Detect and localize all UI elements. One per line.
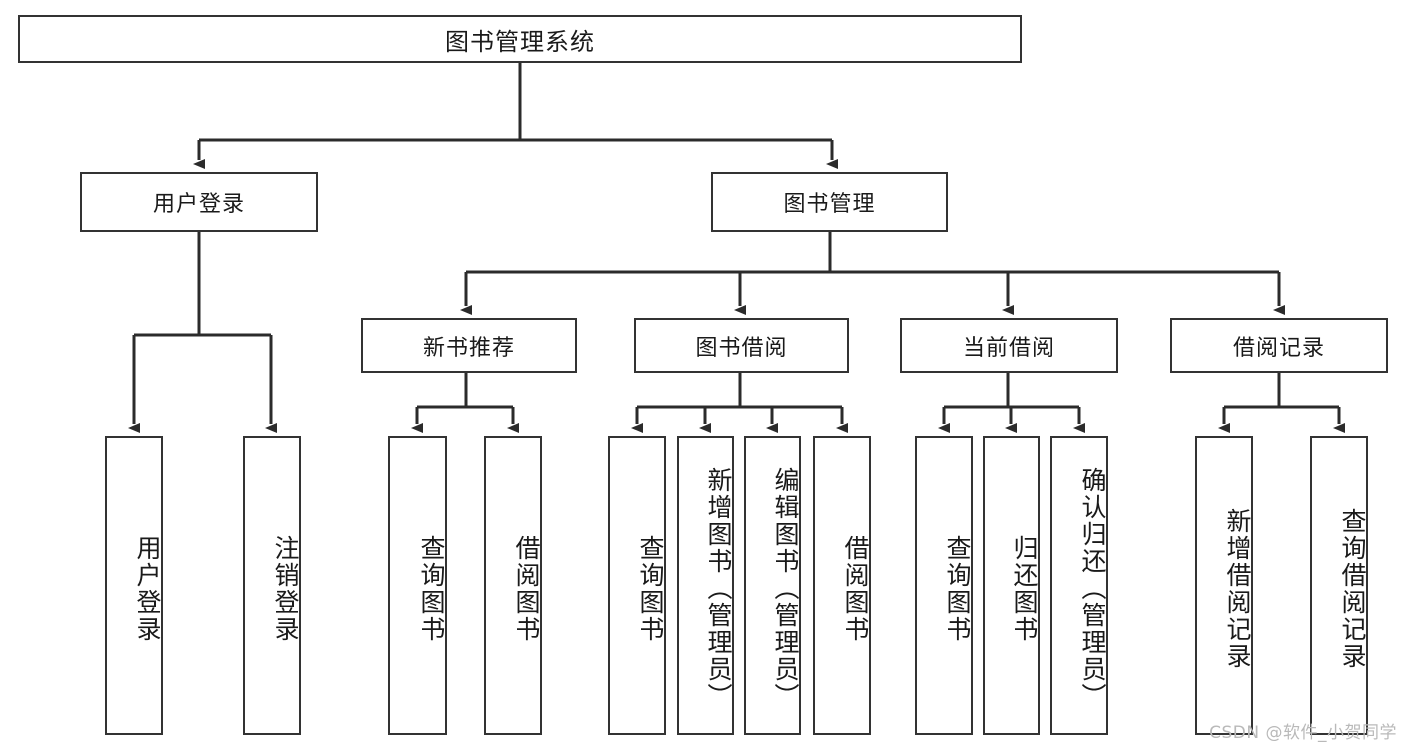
node-user-login-label: 用户登录 (152, 192, 245, 217)
node-new-book-rec[interactable]: 新书推荐 (361, 318, 577, 373)
node-leaf-add-book[interactable]: 新增图书（管理员） (677, 436, 734, 735)
node-user-login[interactable]: 用户登录 (80, 172, 318, 232)
node-leaf-return-book[interactable]: 归还图书 (983, 436, 1040, 735)
node-leaf-query-book-3[interactable]: 查询图书 (915, 436, 973, 735)
node-leaf-borrow-book-1-label: 借阅图书 (512, 534, 541, 643)
node-borrow-record[interactable]: 借阅记录 (1170, 318, 1388, 373)
node-leaf-query-book-2-label: 查询图书 (636, 534, 665, 643)
node-book-manage-label: 图书管理 (783, 192, 876, 217)
node-leaf-confirm-return[interactable]: 确认归还（管理员） (1050, 436, 1108, 735)
node-new-book-rec-label: 新书推荐 (422, 335, 515, 361)
node-leaf-query-book-2[interactable]: 查询图书 (608, 436, 666, 735)
node-current-borrow[interactable]: 当前借阅 (900, 318, 1118, 373)
node-root[interactable]: 图书管理系统 (18, 15, 1022, 63)
node-leaf-edit-book-label: 编辑图书（管理员） (771, 467, 800, 710)
node-leaf-query-book-1-label: 查询图书 (417, 534, 446, 643)
node-book-borrow-label: 图书借阅 (695, 335, 788, 361)
node-leaf-add-record[interactable]: 新增借阅记录 (1195, 436, 1253, 735)
node-current-borrow-label: 当前借阅 (962, 335, 1055, 361)
node-leaf-return-book-label: 归还图书 (1010, 534, 1039, 643)
node-leaf-logout-label: 注销登录 (271, 534, 300, 643)
node-leaf-query-record[interactable]: 查询借阅记录 (1310, 436, 1368, 735)
node-book-borrow[interactable]: 图书借阅 (634, 318, 849, 373)
watermark: CSDN @软件_小贺同学 (1209, 723, 1397, 743)
node-leaf-add-book-label: 新增图书（管理员） (704, 467, 733, 710)
node-borrow-record-label: 借阅记录 (1232, 335, 1325, 361)
node-leaf-borrow-book-2[interactable]: 借阅图书 (813, 436, 871, 735)
node-leaf-query-record-label: 查询借阅记录 (1338, 507, 1367, 670)
node-leaf-logout[interactable]: 注销登录 (243, 436, 301, 735)
node-leaf-user-login-label: 用户登录 (133, 534, 162, 643)
node-book-manage[interactable]: 图书管理 (711, 172, 948, 232)
node-leaf-borrow-book-1[interactable]: 借阅图书 (484, 436, 542, 735)
node-leaf-query-book-1[interactable]: 查询图书 (388, 436, 447, 735)
node-root-label: 图书管理系统 (445, 27, 595, 56)
node-leaf-edit-book[interactable]: 编辑图书（管理员） (744, 436, 801, 735)
node-leaf-confirm-return-label: 确认归还（管理员） (1078, 467, 1107, 710)
node-leaf-user-login[interactable]: 用户登录 (105, 436, 163, 735)
node-leaf-query-book-3-label: 查询图书 (943, 534, 972, 643)
node-leaf-add-record-label: 新增借阅记录 (1223, 507, 1252, 670)
node-leaf-borrow-book-2-label: 借阅图书 (841, 534, 870, 643)
